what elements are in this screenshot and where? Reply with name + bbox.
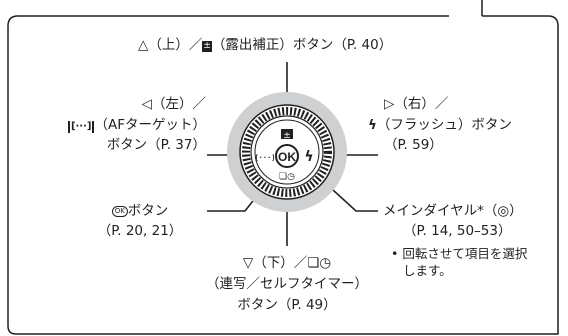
dial-line-1-end: ） bbox=[509, 203, 523, 219]
flash-bolt-icon: ϟ bbox=[368, 117, 377, 133]
up-label-name: （露出補正）ボタン（P. 40） bbox=[211, 37, 393, 53]
up-triangle-icon: △ bbox=[138, 37, 149, 53]
down-line-1: ▽（下）／❏◷ bbox=[160, 255, 414, 272]
right-line-1-text: （右）／ bbox=[394, 96, 449, 112]
right-line-2: ϟ（フラッシュ）ボタン bbox=[368, 117, 512, 134]
left-line-2: [···]（AFターゲット） bbox=[20, 117, 206, 134]
control-wheel: OK ± [···] ϟ ❏◷ bbox=[227, 92, 347, 212]
af-target-icon[interactable]: [···] bbox=[254, 154, 275, 162]
down-line-3: ボタン（P. 49） bbox=[237, 297, 337, 313]
left-triangle-icon: ◁ bbox=[141, 96, 152, 112]
ok-line-2: （P. 20, 21） bbox=[97, 223, 183, 239]
ok-line-1-text: ボタン bbox=[127, 203, 169, 219]
left-line-1-text: （左）／ bbox=[152, 96, 206, 112]
right-label: ▷（右）／ ϟ（フラッシュ）ボタン （P. 59） bbox=[368, 96, 512, 154]
dial-knurled-ring bbox=[242, 107, 332, 197]
down-line-1-text: （下）／ bbox=[253, 255, 308, 271]
dial-note-2: します。 bbox=[403, 263, 452, 278]
flash-icon[interactable]: ϟ bbox=[304, 149, 313, 165]
dial-note-1: • 回転させて項目を選択 bbox=[391, 246, 528, 261]
left-line-2-text: （AFターゲット） bbox=[94, 117, 206, 133]
af-bracket-icon: [···] bbox=[67, 121, 95, 133]
exposure-compensation-icon bbox=[281, 129, 293, 139]
ok-center-button[interactable] bbox=[275, 144, 299, 168]
up-mark: ± bbox=[283, 131, 291, 141]
left-line-1: ◁（左）／ bbox=[20, 96, 206, 113]
left-label: ◁（左）／ [···]（AFターゲット） ボタン（P. 37） bbox=[20, 96, 206, 154]
right-line-1: ▷（右）／ bbox=[384, 96, 512, 113]
left-line-3: ボタン（P. 37） bbox=[106, 137, 206, 153]
exposure-icon: ± bbox=[202, 41, 212, 52]
dial-label: メインダイヤル*（◎） （P. 14, 50–53） • 回転させて項目を選択 … bbox=[383, 203, 527, 279]
ok-badge-icon: OK bbox=[111, 206, 128, 217]
right-triangle-icon: ▷ bbox=[384, 96, 395, 112]
drive-mode-icon: ❏◷ bbox=[307, 255, 332, 271]
down-label: ▽（下）／❏◷ （連写／セルフタイマー） ボタン（P. 49） bbox=[160, 255, 414, 314]
ok-center-label: OK bbox=[278, 150, 296, 164]
up-label: △（上）／±（露出補正）ボタン（P. 40） bbox=[138, 37, 392, 54]
dial-line-1: メインダイヤル*（◎） bbox=[383, 203, 527, 220]
frame-border bbox=[7, 15, 559, 335]
dial-line-1-text: メインダイヤル*（ bbox=[383, 203, 498, 219]
leader-dial bbox=[321, 179, 378, 212]
dial-line-2: （P. 14, 50–53） bbox=[403, 223, 512, 239]
right-line-3: （P. 59） bbox=[384, 137, 443, 153]
up-label-text: （上）／ bbox=[148, 37, 203, 53]
up-button[interactable]: ± bbox=[281, 129, 293, 141]
main-dial-icon: ◎ bbox=[497, 203, 510, 219]
down-line-2: （連写／セルフタイマー） bbox=[206, 276, 368, 292]
down-triangle-icon: ▽ bbox=[242, 255, 254, 271]
right-line-2-text: （フラッシュ）ボタン bbox=[376, 117, 512, 133]
drive-selftimer-icon[interactable]: ❏◷ bbox=[279, 172, 295, 182]
